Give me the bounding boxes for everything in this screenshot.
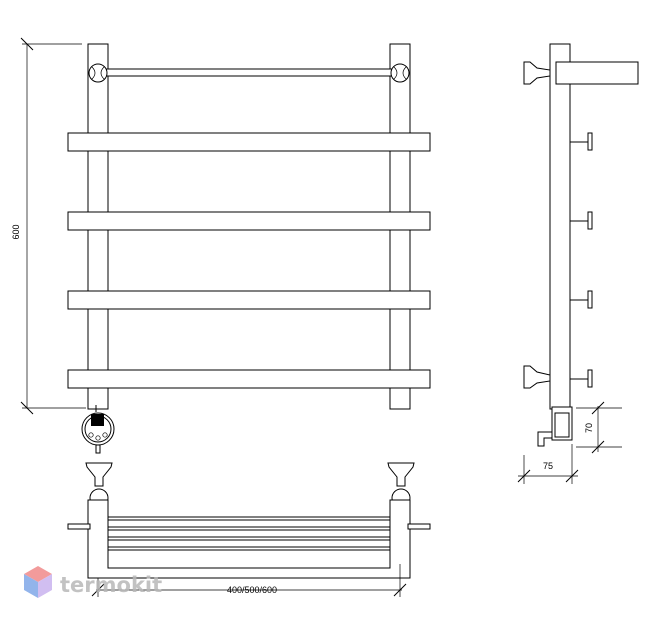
bar-1 [67, 132, 431, 152]
depth-label: 75 [543, 461, 553, 471]
width-dimension: 400/500/600 [91, 564, 407, 597]
bar-2 [67, 211, 431, 231]
height-dimension: 600 [11, 37, 86, 415]
bar-4 [67, 369, 431, 389]
right-rod-holder [390, 63, 410, 83]
width-label: 400/500/600 [227, 585, 277, 595]
brand-name: termokit [60, 573, 162, 597]
brand-logo-icon [24, 566, 52, 598]
left-rod-holder [88, 63, 108, 83]
top-rod [105, 68, 393, 77]
side-view: 70 75 [517, 43, 639, 484]
heater-box-icon [537, 406, 573, 447]
brand-watermark: termokit [24, 566, 162, 598]
shelf-arm [555, 61, 639, 85]
bar-end-profiles [570, 132, 593, 388]
left-flange [85, 462, 113, 487]
heater-controller-icon [81, 405, 115, 454]
heater-height-dimension: 70 [576, 401, 622, 454]
top-view: 400/500/600 [67, 462, 431, 597]
front-view: 600 [11, 37, 431, 454]
upper-wall-bracket [523, 61, 551, 85]
shelf-frame [87, 499, 411, 579]
bar-3 [67, 290, 431, 310]
heater-height-label: 70 [584, 423, 594, 433]
right-flange [387, 462, 415, 487]
side-post [549, 43, 571, 410]
height-label: 600 [11, 224, 21, 239]
lower-wall-bracket [523, 365, 551, 389]
depth-dimension: 75 [517, 444, 579, 484]
